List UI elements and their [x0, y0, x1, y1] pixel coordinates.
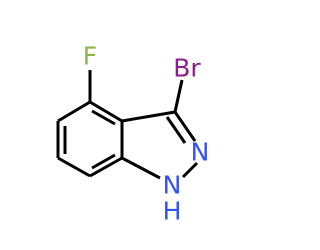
atom-label-nitrogen-1: N: [163, 171, 182, 200]
atom-label-hydrogen: H: [163, 197, 182, 226]
atom-label-bromine: Br: [173, 54, 201, 83]
bond-c7-c7a: [89, 156, 123, 178]
bond-c7-c7a-inner: [91, 153, 116, 170]
molecule-structure: F Br N N H: [56, 42, 210, 226]
bond-c3a-c4: [89, 100, 123, 123]
bond-c4-c5: [57, 100, 91, 123]
atom-label-nitrogen-2: N: [191, 138, 210, 167]
bond-c3-n2-inner: [165, 116, 187, 144]
bond-n1-c7a: [121, 156, 161, 180]
bond-c6-c7: [57, 156, 91, 178]
bond-c3a-c3: [121, 110, 176, 123]
bond-c3-n2: [173, 111, 197, 142]
atom-label-fluorine: F: [83, 42, 97, 71]
bond-c3-br: [173, 79, 184, 113]
bond-n2-n1: [181, 161, 199, 179]
bond-c3a-c4-inner: [91, 109, 116, 126]
